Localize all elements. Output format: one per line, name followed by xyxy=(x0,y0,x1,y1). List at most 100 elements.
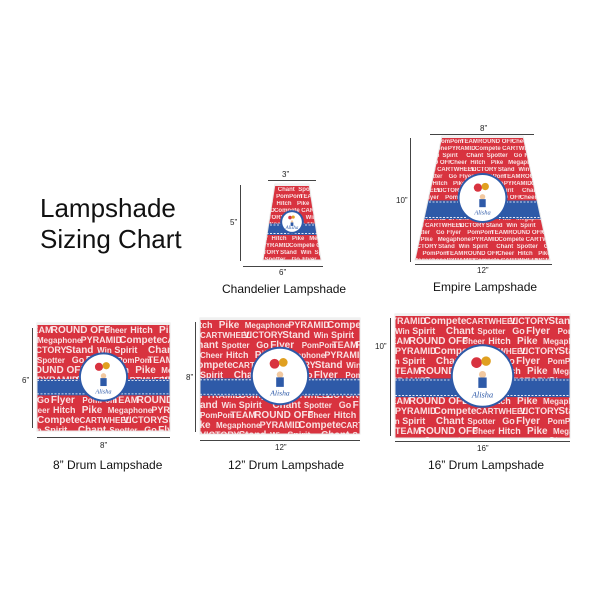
svg-text:VICTORY: VICTORY xyxy=(253,250,279,256)
svg-text:PYRAMID: PYRAMID xyxy=(385,436,427,446)
svg-text:PomPom: PomPom xyxy=(276,194,302,200)
svg-text:Flyer: Flyer xyxy=(353,400,377,411)
svg-text:TEAM: TEAM xyxy=(395,366,421,376)
svg-text:Stand: Stand xyxy=(190,400,218,411)
svg-text:Hitch: Hitch xyxy=(498,426,521,436)
svg-text:Win: Win xyxy=(306,215,317,221)
svg-text:Pike: Pike xyxy=(517,396,538,407)
svg-text:VICTORY: VICTORY xyxy=(411,244,437,250)
svg-text:Cheer: Cheer xyxy=(412,181,430,187)
drum16-height-dim-label: 10” xyxy=(375,342,387,351)
chandelier-top-dim-label: 3” xyxy=(282,170,290,179)
svg-text:Chant: Chant xyxy=(544,223,561,229)
svg-text:PYRAMID: PYRAMID xyxy=(448,146,476,152)
svg-text:ROUND OFF: ROUND OFF xyxy=(419,366,478,377)
svg-text:Megaphone: Megaphone xyxy=(309,236,343,242)
svg-text:PYRAMID: PYRAMID xyxy=(447,258,475,264)
svg-text:TEAM: TEAM xyxy=(332,340,358,350)
svg-text:Megaphone: Megaphone xyxy=(281,351,326,360)
drum16-bottom-dim-label: 16” xyxy=(477,444,489,453)
svg-text:PYRAMID: PYRAMID xyxy=(471,237,499,243)
svg-text:Megaphone: Megaphone xyxy=(314,201,348,207)
svg-text:PYRAMID: PYRAMID xyxy=(151,405,193,415)
svg-text:Spotter: Spotter xyxy=(304,401,332,410)
svg-text:Cheer: Cheer xyxy=(200,351,223,360)
svg-text:ROUND OFF: ROUND OFF xyxy=(27,365,86,376)
svg-text:Flyer: Flyer xyxy=(302,257,317,263)
svg-text:ROUND OFF: ROUND OFF xyxy=(521,174,557,180)
svg-text:Alisha: Alisha xyxy=(471,390,493,399)
svg-text:Megaphone: Megaphone xyxy=(438,237,472,243)
svg-text:Spirit: Spirit xyxy=(442,153,457,159)
svg-text:Spotter: Spotter xyxy=(409,230,431,236)
svg-text:Hitch: Hitch xyxy=(488,336,511,346)
svg-text:ROUND OFF: ROUND OFF xyxy=(409,396,468,407)
empire-caption: Empire Lampshade xyxy=(433,280,538,294)
svg-text:Chant: Chant xyxy=(436,416,465,427)
svg-text:PomPom: PomPom xyxy=(548,357,583,366)
svg-text:Stand: Stand xyxy=(498,167,515,173)
svg-text:CARTWHEEL: CARTWHEEL xyxy=(501,258,540,264)
svg-text:Go: Go xyxy=(502,416,515,426)
drum8-bottom-dim-line xyxy=(37,437,170,438)
svg-text:TEAM: TEAM xyxy=(148,355,174,365)
drum16-height-dim-line xyxy=(390,318,391,436)
svg-text:Win: Win xyxy=(395,327,410,336)
svg-text:Cheer: Cheer xyxy=(308,411,331,420)
svg-text:Megaphone: Megaphone xyxy=(553,427,598,436)
empire-top-dim-label: 8” xyxy=(480,124,488,133)
svg-text:VICTORY: VICTORY xyxy=(123,415,163,425)
svg-text:ROUND OFF: ROUND OFF xyxy=(478,139,514,145)
svg-text:Stand: Stand xyxy=(558,346,586,357)
svg-text:Spotter: Spotter xyxy=(467,417,495,426)
svg-text:PomPom: PomPom xyxy=(302,341,337,350)
empire-height-dim-label: 10” xyxy=(396,196,408,205)
svg-text:ROUND OFF: ROUND OFF xyxy=(419,426,478,437)
svg-text:Win: Win xyxy=(346,361,361,370)
svg-text:Compete: Compete xyxy=(434,406,477,417)
svg-text:Chant: Chant xyxy=(249,222,266,228)
title-line-1: Lampshade xyxy=(40,193,176,223)
svg-text:Go: Go xyxy=(544,244,553,250)
svg-text:Alisha: Alisha xyxy=(285,226,299,231)
svg-text:VICTORY: VICTORY xyxy=(536,146,562,152)
svg-text:VICTORY: VICTORY xyxy=(471,167,497,173)
svg-text:Compete: Compete xyxy=(398,223,424,229)
svg-text:CARTWHEEL: CARTWHEEL xyxy=(476,407,527,416)
svg-text:Spotter: Spotter xyxy=(265,257,287,263)
drum8-height-dim-line xyxy=(32,328,33,428)
svg-text:Compete: Compete xyxy=(410,167,436,173)
drum16-caption: 16” Drum Lampshade xyxy=(428,458,545,472)
svg-text:Megaphone: Megaphone xyxy=(543,397,588,406)
svg-text:VICTORY: VICTORY xyxy=(510,436,550,446)
svg-text:Spotter: Spotter xyxy=(353,431,381,440)
svg-text:Spotter: Spotter xyxy=(543,188,565,194)
svg-text:TEAM: TEAM xyxy=(491,230,508,236)
svg-text:Megaphone: Megaphone xyxy=(108,406,153,415)
svg-text:Megaphone: Megaphone xyxy=(508,160,542,166)
svg-text:Spotter: Spotter xyxy=(517,244,539,250)
svg-text:ROUND OFF: ROUND OFF xyxy=(464,251,500,257)
svg-text:Compete: Compete xyxy=(298,420,341,431)
svg-text:Spirit: Spirit xyxy=(331,330,354,340)
svg-text:ROUND OFF: ROUND OFF xyxy=(409,336,468,347)
svg-text:CARTWHEEL: CARTWHEEL xyxy=(425,223,464,229)
drum12-bottom-dim-line xyxy=(200,440,360,441)
svg-text:Spirit: Spirit xyxy=(254,187,269,193)
svg-text:Compete: Compete xyxy=(474,258,500,264)
svg-text:Hitch: Hitch xyxy=(130,325,153,335)
svg-text:Stand: Stand xyxy=(548,436,576,447)
svg-text:PYRAMID: PYRAMID xyxy=(395,346,437,356)
svg-text:VICTORY: VICTORY xyxy=(535,258,561,264)
svg-text:Cheer: Cheer xyxy=(497,251,515,257)
svg-text:Chant: Chant xyxy=(190,340,219,351)
svg-text:Flyer: Flyer xyxy=(516,416,540,427)
svg-text:Flyer: Flyer xyxy=(516,356,540,367)
svg-text:ROUND OFF: ROUND OFF xyxy=(508,230,544,236)
svg-text:VICTORY: VICTORY xyxy=(510,316,550,326)
svg-text:ROUND OFF: ROUND OFF xyxy=(137,395,196,406)
svg-text:CARTWHEEL: CARTWHEEL xyxy=(526,237,565,243)
svg-text:Go: Go xyxy=(292,257,301,263)
svg-text:Compete: Compete xyxy=(475,146,501,152)
svg-text:Compete: Compete xyxy=(289,243,315,249)
